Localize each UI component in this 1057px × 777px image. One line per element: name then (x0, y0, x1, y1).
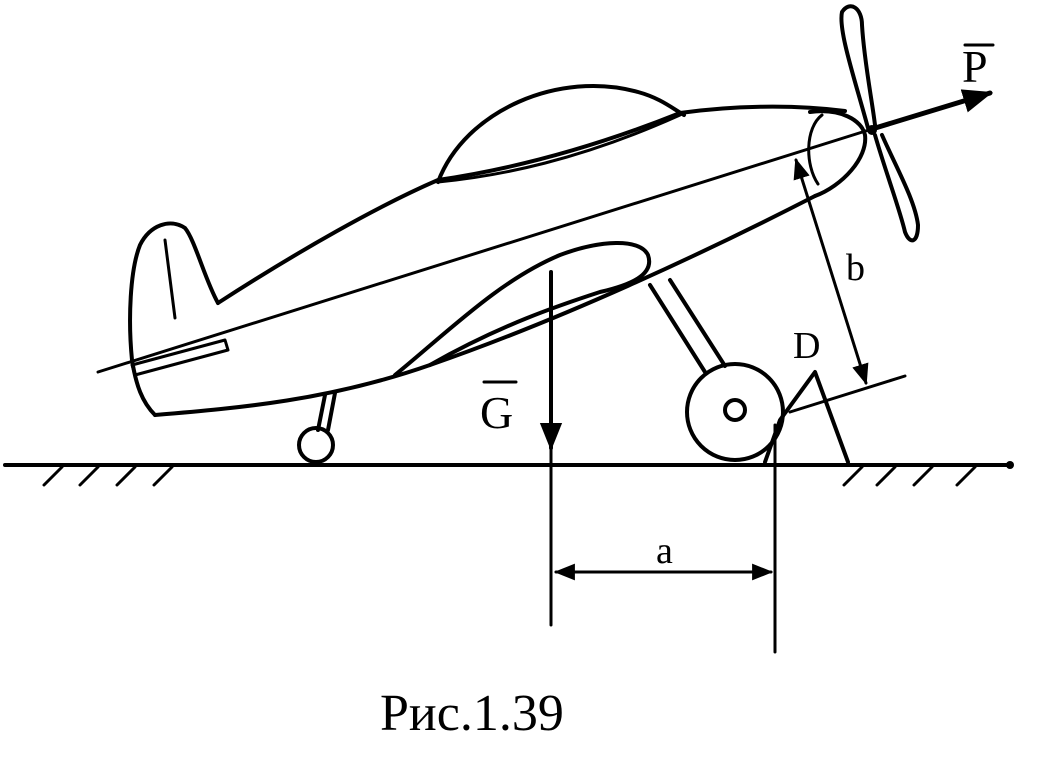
tail-fin (128, 221, 220, 417)
canopy (436, 83, 686, 184)
label-G: G (480, 380, 518, 438)
thrust-label: P (962, 41, 988, 92)
fuselage-axis (96, 127, 874, 374)
weight-label: G (480, 387, 513, 438)
stabilizer (130, 338, 230, 377)
tail-gear-strut (316, 391, 337, 432)
distance-a-label: a (656, 530, 673, 572)
main-wheel (685, 362, 785, 462)
ground-hatching-left (42, 465, 174, 487)
fuselage-top (216, 104, 847, 305)
dimension-b-arrow (793, 157, 869, 386)
airplane (96, 4, 920, 464)
distance-b-label: b (846, 247, 865, 289)
canopy-base (436, 113, 682, 184)
point-d-label: D (793, 325, 820, 367)
main-wheel-hub (723, 398, 747, 422)
wheel-chock (763, 370, 850, 464)
tail-wheel (297, 426, 335, 464)
ground (3, 461, 1014, 487)
figure-caption: Рис.1.39 (380, 685, 564, 742)
label-P: P (962, 41, 995, 92)
main-gear-strut (648, 278, 727, 374)
ground-hatching-right (842, 465, 977, 487)
propeller (839, 4, 920, 243)
tail-rudder-line (163, 238, 177, 320)
chock-reference-line (788, 374, 907, 414)
thrust-arrow (869, 89, 993, 132)
fuselage-bottom (153, 194, 817, 417)
wing (393, 241, 652, 377)
